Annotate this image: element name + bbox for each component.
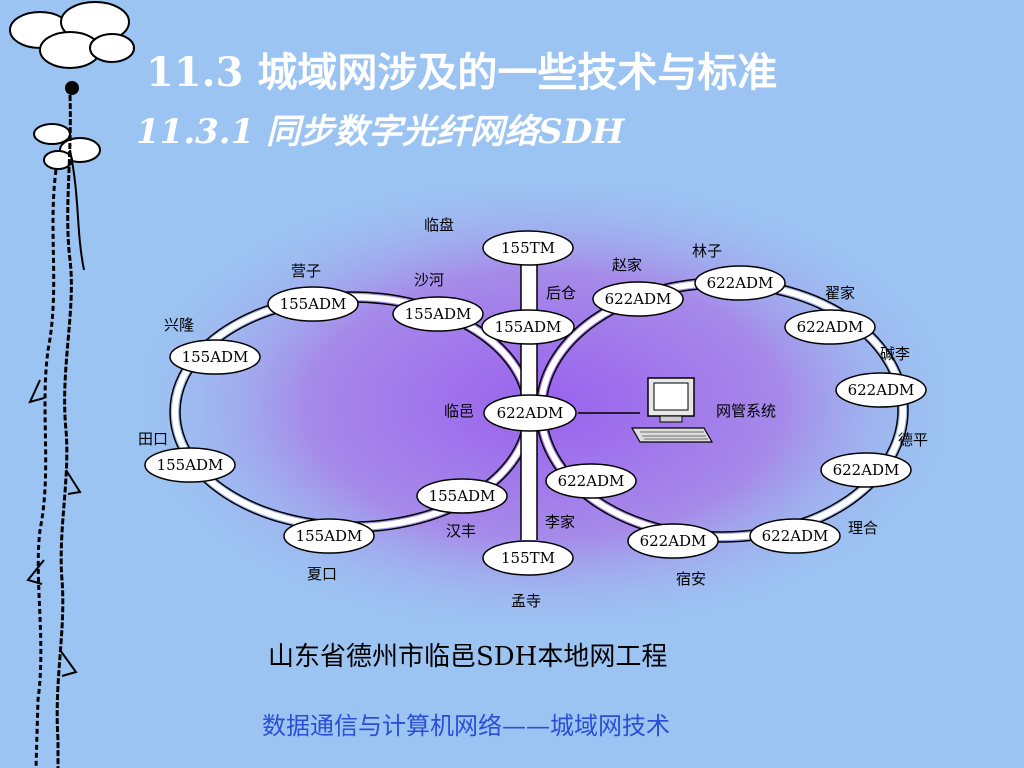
node-shahe-adm: 155ADM <box>392 296 484 332</box>
svg-text:155ADM: 155ADM <box>280 295 347 313</box>
label-yingzi: 营子 <box>291 262 321 280</box>
slide-subtitle: 11.3.1 同步数字光纤网络SDH <box>136 112 625 152</box>
node-suan-adm: 622ADM <box>627 523 719 559</box>
node-jianli-adm: 622ADM <box>835 372 927 408</box>
label-mengsi: 孟寺 <box>511 592 541 610</box>
svg-text:622ADM: 622ADM <box>797 318 864 336</box>
node-lihe-adm: 622ADM <box>749 518 841 554</box>
label-xinglong: 兴隆 <box>164 316 194 334</box>
node-houcang-adm: 155ADM <box>481 309 575 345</box>
svg-text:622ADM: 622ADM <box>762 527 829 545</box>
label-zhaojia: 赵家 <box>612 256 642 274</box>
node-xinglong-adm: 155ADM <box>169 339 261 375</box>
svg-text:155ADM: 155ADM <box>429 487 496 505</box>
svg-text:155ADM: 155ADM <box>157 456 224 474</box>
svg-text:622ADM: 622ADM <box>497 404 564 422</box>
node-deping-adm: 622ADM <box>820 452 912 488</box>
svg-text:155ADM: 155ADM <box>495 318 562 336</box>
label-xiakou: 夏口 <box>307 565 337 583</box>
node-mengsi-tm: 155TM <box>482 540 574 576</box>
node-yingzi-adm: 155ADM <box>267 286 359 322</box>
svg-text:622ADM: 622ADM <box>605 290 672 308</box>
label-suan: 宿安 <box>676 570 706 588</box>
label-nms: 网管系统 <box>716 402 776 420</box>
node-lijia-adm: 622ADM <box>545 463 637 499</box>
node-dijia-adm: 622ADM <box>784 309 876 345</box>
label-tiankou: 田口 <box>138 430 168 448</box>
svg-text:622ADM: 622ADM <box>848 381 915 399</box>
label-hanfeng: 汉丰 <box>446 522 476 540</box>
label-lihe: 理合 <box>848 519 878 537</box>
label-linyi: 临邑 <box>444 402 474 420</box>
label-shahe: 沙河 <box>414 271 444 289</box>
label-dijia: 翟家 <box>825 284 855 302</box>
svg-text:155ADM: 155ADM <box>296 527 363 545</box>
diagram-caption: 山东省德州市临邑SDH本地网工程 <box>268 642 668 672</box>
svg-text:622ADM: 622ADM <box>640 532 707 550</box>
node-zhaojia-adm: 622ADM <box>592 281 684 317</box>
label-lijia: 李家 <box>545 513 575 531</box>
node-tiankou-adm: 155ADM <box>144 447 236 483</box>
label-linzi: 林子 <box>692 242 722 260</box>
svg-text:622ADM: 622ADM <box>707 274 774 292</box>
node-hanfeng-adm: 155ADM <box>416 478 508 514</box>
node-linzi-adm: 622ADM <box>694 265 786 301</box>
node-xiakou-adm: 155ADM <box>283 518 375 554</box>
label-jianli: 碱李 <box>880 345 910 363</box>
node-linyi-adm: 622ADM <box>483 394 577 432</box>
label-deping: 德平 <box>898 431 928 449</box>
slide-footer: 数据通信与计算机网络——城域网技术 <box>262 712 670 740</box>
flower-icon <box>9 1 135 95</box>
svg-text:155ADM: 155ADM <box>182 348 249 366</box>
slide-title: 11.3 城域网涉及的一些技术与标准 <box>146 49 778 96</box>
svg-text:155ADM: 155ADM <box>405 305 472 323</box>
label-linpan: 临盘 <box>424 216 454 234</box>
computer-icon <box>630 377 714 443</box>
svg-text:622ADM: 622ADM <box>833 461 900 479</box>
label-houcang: 后仓 <box>546 284 576 302</box>
flower-vine-decoration <box>9 1 135 768</box>
svg-text:155TM: 155TM <box>501 549 555 567</box>
svg-text:155TM: 155TM <box>501 239 555 257</box>
node-linpan-tm: 155TM <box>482 230 574 266</box>
svg-text:622ADM: 622ADM <box>558 472 625 490</box>
